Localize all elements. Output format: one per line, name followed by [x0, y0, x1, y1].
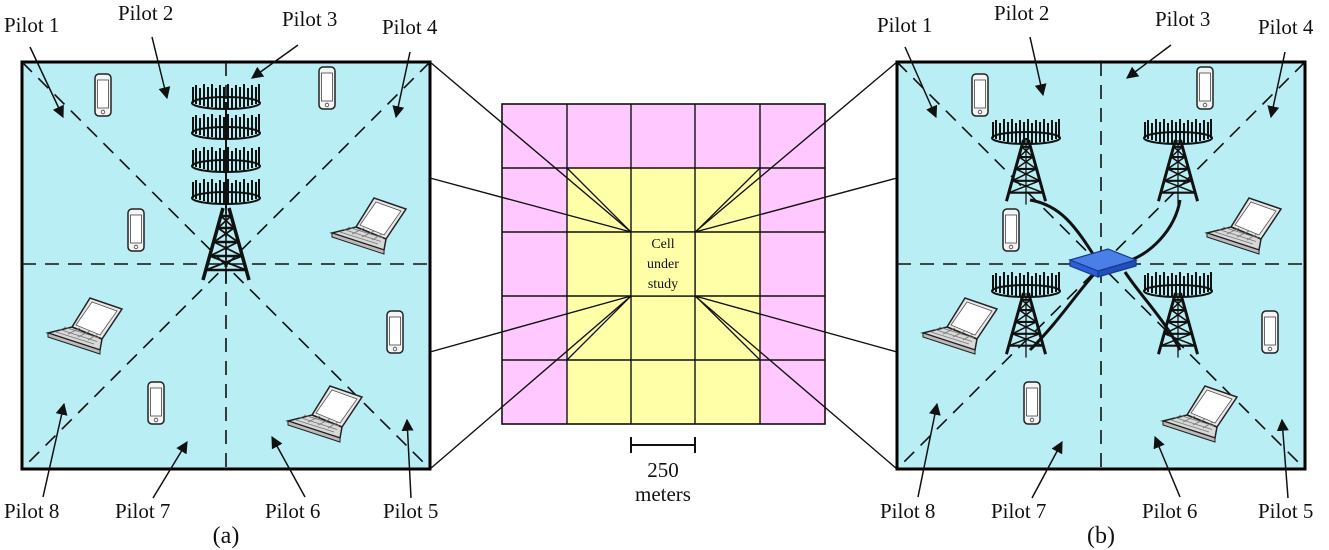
inner-cell: [631, 360, 695, 424]
panel-b-pilot-3-arrow: [1126, 44, 1172, 79]
phone-icon: [147, 381, 165, 425]
outer-cell: [760, 104, 825, 168]
panel-a-pilot-4-label: Pilot 4: [382, 15, 438, 39]
distributed-antenna-icon: [991, 118, 1061, 207]
phone-icon: [386, 310, 404, 354]
panel-b: [895, 60, 1307, 471]
panel-b-pilot-2-arrow: [1029, 36, 1047, 97]
inner-cell: [695, 232, 760, 296]
panel-b-pilot-2-label: Pilot 2: [994, 1, 1049, 25]
panel-b-pilot-8-arrow: [917, 402, 941, 498]
cell-grid: Cell under study 250 meters: [501, 103, 826, 506]
phone-icon: [1196, 66, 1214, 110]
outer-cell: [631, 104, 695, 168]
cell-under-study-line-2: under: [647, 257, 679, 272]
panel-b-pilot-4-label: Pilot 4: [1258, 15, 1314, 39]
phone-icon: [1261, 310, 1279, 354]
panel-a-pilot-6-arrow: [271, 435, 306, 498]
scale-unit: meters: [635, 482, 691, 506]
panel-a-pilot-6-label: Pilot 6: [265, 499, 320, 523]
panel-a-pilot-1-label: Pilot 1: [4, 13, 59, 37]
phone-icon: [94, 73, 112, 117]
panel-b-pilot-4-arrow: [1267, 51, 1286, 119]
panel-b-pilot-5-label: Pilot 5: [1258, 499, 1313, 523]
outer-cell: [502, 360, 567, 424]
panel-a-pilot-7-label: Pilot 7: [115, 499, 170, 523]
panel-a-pilot-8-arrow: [42, 402, 68, 498]
caption-b: (b): [1087, 523, 1115, 549]
inner-cell: [695, 360, 760, 424]
caption-a: (a): [213, 523, 240, 549]
inner-cell: [567, 360, 631, 424]
outer-cell: [695, 104, 760, 168]
panel-b-pilot-1-label: Pilot 1: [877, 13, 932, 37]
cell-under-study-line-3: study: [648, 277, 678, 292]
outer-cell: [567, 104, 631, 168]
outer-cell: [502, 296, 567, 360]
panel-b-pilot-7-label: Pilot 7: [991, 499, 1046, 523]
inner-cell: [631, 168, 695, 232]
panel-b-pilot-7-arrow: [1031, 440, 1063, 499]
panel-b-pilot-1-arrow: [904, 46, 938, 119]
panel-b-pilot-3-label: Pilot 3: [1155, 7, 1210, 31]
panel-a-pilot-7-arrow: [152, 440, 188, 499]
panel-b-pilot-6-arrow: [1153, 435, 1181, 498]
zoom-connectors: [429, 61, 898, 470]
scale-value: 250: [647, 458, 679, 482]
outer-cell: [760, 232, 825, 296]
panel-a-pilot-4-arrow: [392, 51, 411, 119]
backhaul-cables: [1028, 198, 1182, 352]
phone-icon: [971, 73, 989, 117]
panel-b-pilot-8-label: Pilot 8: [880, 499, 935, 523]
panel-b-pilot-6-label: Pilot 6: [1142, 499, 1197, 523]
outer-cell: [502, 104, 567, 168]
panel-b-pilot-5-arrow: [1276, 418, 1289, 499]
outer-cell: [760, 296, 825, 360]
phone-icon: [1023, 381, 1041, 425]
cell-under-study-line-1: Cell: [651, 237, 674, 252]
base-station-icon: [191, 83, 261, 286]
panel-a-pilot-5-arrow: [401, 418, 414, 499]
panel-a-pilot-5-label: Pilot 5: [383, 499, 438, 523]
panel-a-pilot-1-arrow: [29, 46, 64, 119]
phone-icon: [1002, 208, 1020, 252]
inner-cell: [567, 232, 631, 296]
panel-a: [20, 60, 432, 471]
panel-a-pilot-3-label: Pilot 3: [282, 7, 337, 31]
panel-a-pilot-2-arrow: [151, 36, 171, 100]
inner-cell: [631, 296, 695, 360]
panel-a-pilot-2-label: Pilot 2: [118, 1, 173, 25]
outer-cell: [502, 232, 567, 296]
outer-cell: [760, 360, 825, 424]
scale-bar: [630, 437, 696, 453]
router-icon: [1068, 248, 1138, 278]
panel-a-pilot-3-arrow: [251, 44, 299, 79]
phone-icon: [318, 66, 336, 110]
panel-a-pilot-8-label: Pilot 8: [4, 499, 59, 523]
phone-icon: [127, 208, 145, 252]
